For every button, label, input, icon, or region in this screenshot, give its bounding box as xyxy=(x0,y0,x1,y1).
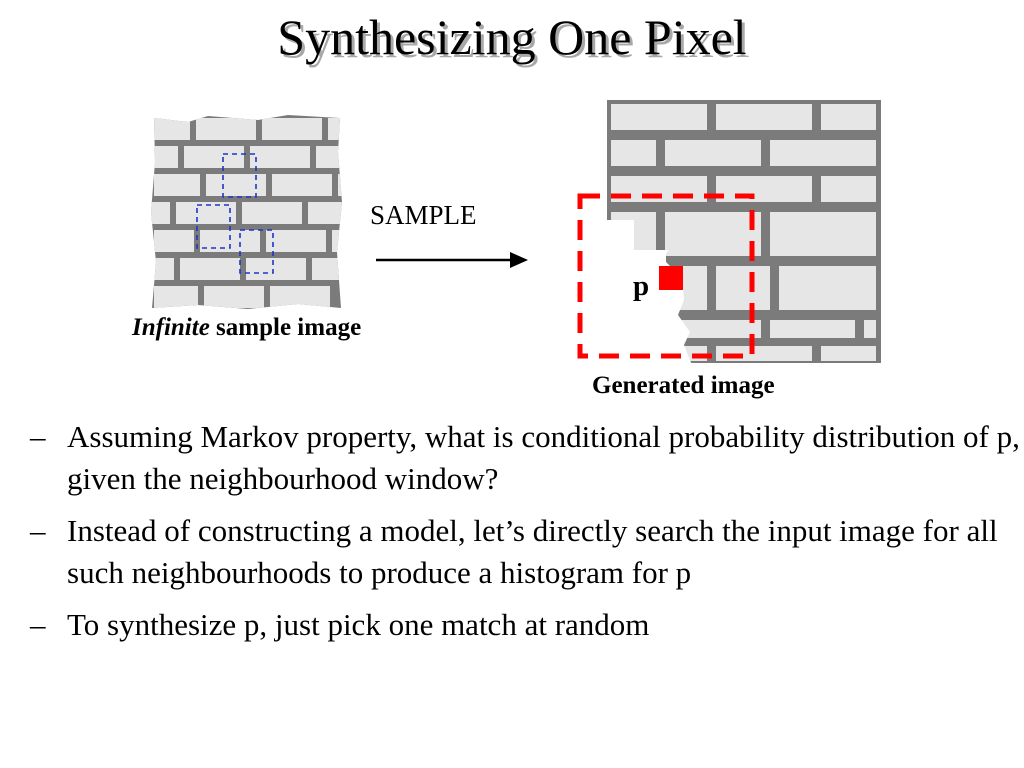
generated-brick-texture xyxy=(574,100,881,365)
slide-title: Synthesizing One Pixel xyxy=(277,9,747,65)
bullet-dash: – xyxy=(30,607,46,642)
candidate-window-3 xyxy=(239,229,274,274)
bullet-list: – Assuming Markov property, what is cond… xyxy=(30,416,1020,656)
pixel-p-label: p xyxy=(633,270,650,302)
sample-arrow-label: SAMPLE xyxy=(370,200,477,230)
bullet-text: To synthesize p, just pick one match at … xyxy=(67,607,650,642)
bullet-dash: – xyxy=(30,513,46,548)
sample-brick-texture xyxy=(151,115,342,309)
candidate-window-2 xyxy=(196,204,231,249)
sample-arrow xyxy=(376,252,528,268)
sample-image-label: Infinite sample image xyxy=(132,314,362,341)
bullet-dash: – xyxy=(30,419,46,454)
bullet-item: – Assuming Markov property, what is cond… xyxy=(30,416,1020,500)
generated-image-label: Generated image xyxy=(592,372,775,399)
bullet-text: Instead of constructing a model, let’s d… xyxy=(67,513,998,590)
bullet-item: – Instead of constructing a model, let’s… xyxy=(30,510,1020,594)
neighbourhood-window xyxy=(577,193,755,359)
bullet-item: – To synthesize p, just pick one match a… xyxy=(30,604,1020,646)
candidate-window-1 xyxy=(222,153,257,198)
pixel-p-marker xyxy=(659,266,683,290)
bullet-text: Assuming Markov property, what is condit… xyxy=(67,419,1020,496)
